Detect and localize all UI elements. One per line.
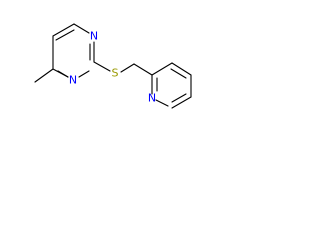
bond <box>155 99 169 107</box>
bond <box>52 23 75 37</box>
bond <box>93 61 111 72</box>
methyl-bond <box>34 68 54 83</box>
bond <box>171 96 192 109</box>
bond <box>171 62 192 76</box>
bond <box>78 70 90 78</box>
chemical-structure: N N S N <box>34 23 192 109</box>
bond <box>120 63 135 73</box>
bond <box>151 62 173 76</box>
bond <box>57 70 69 78</box>
bond <box>133 63 153 76</box>
bond <box>171 93 187 103</box>
atom-label-n1: N <box>90 30 98 43</box>
bond <box>73 23 90 34</box>
bond <box>170 68 187 79</box>
atom-label-pyridine-n: N <box>148 92 156 105</box>
atom-label-n3: N <box>69 74 77 87</box>
atom-label-sulfur: S <box>112 67 119 80</box>
bond <box>55 29 75 41</box>
